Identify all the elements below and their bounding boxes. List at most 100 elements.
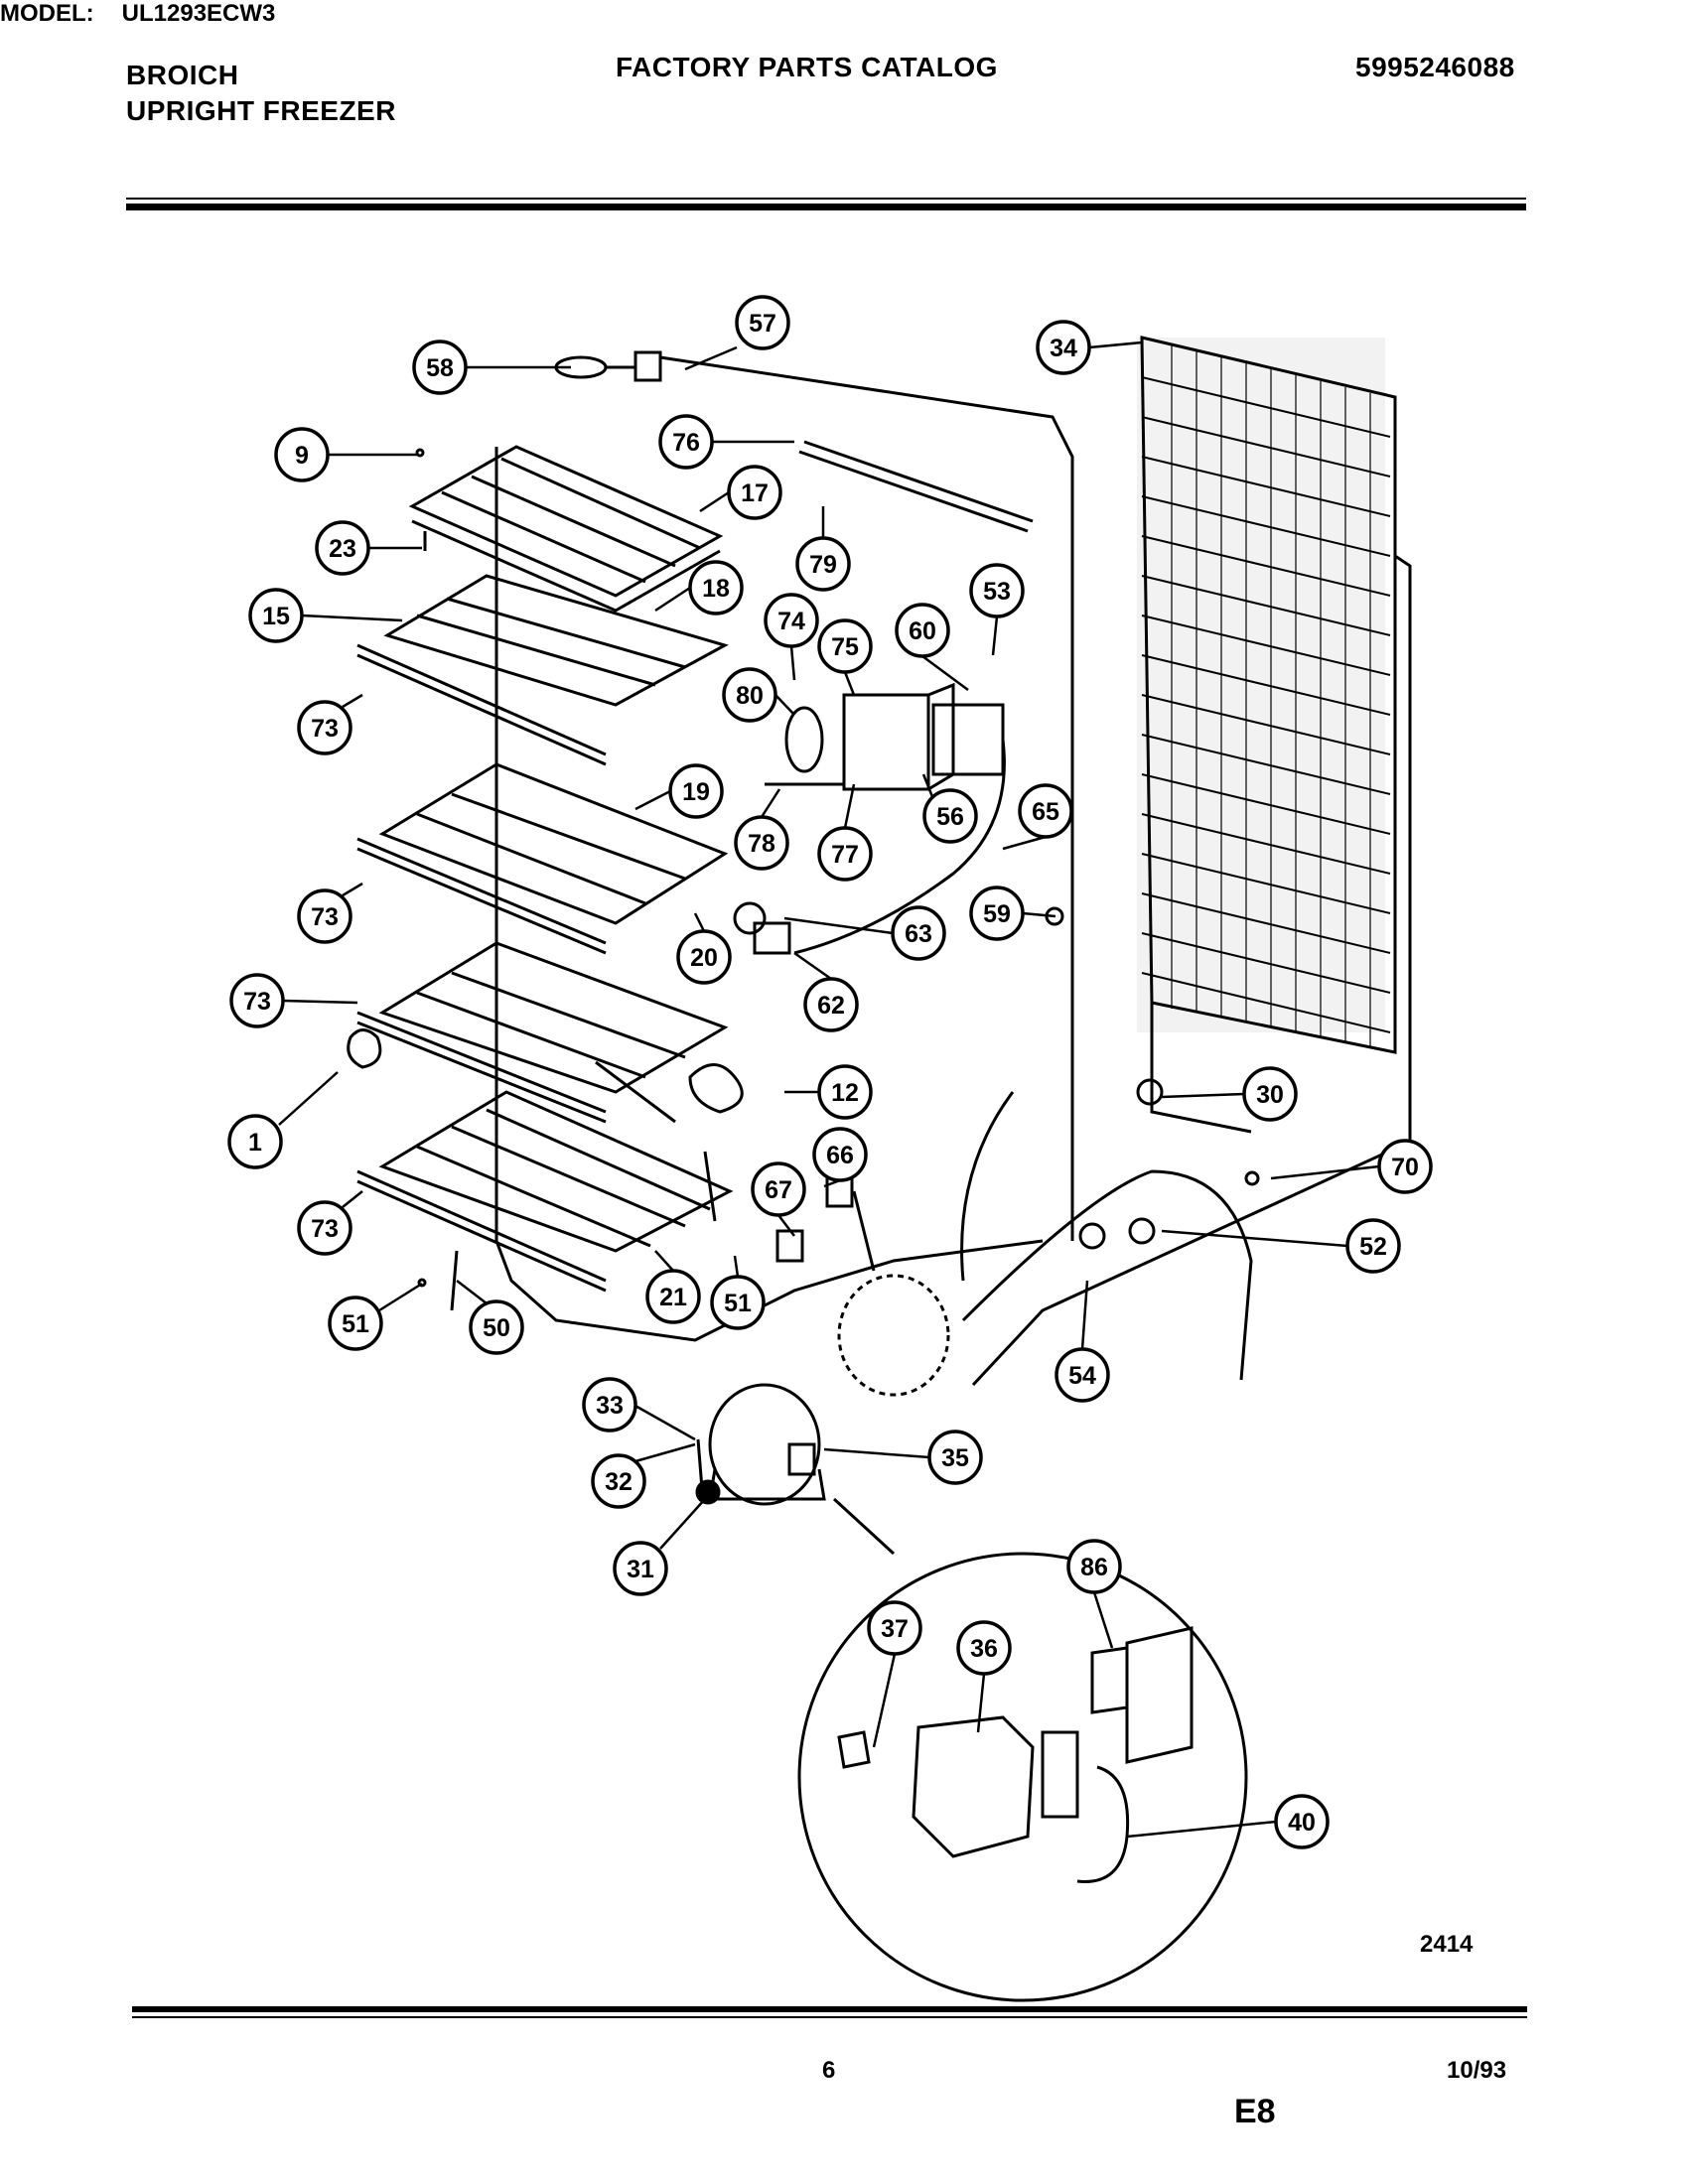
callout-label: 37 [881,1615,909,1643]
callout-label: 73 [243,988,271,1016]
callout-bubble [751,1161,806,1217]
callout-label: 51 [342,1310,369,1338]
callout-leader [634,789,671,811]
callout-bubble [328,1296,383,1351]
callout-leader [760,788,781,818]
callout-bubble [297,700,352,755]
callout-19: 19 [634,763,724,819]
callout-bubble [710,1275,766,1330]
callout-60: 60 [895,603,969,692]
callout-label: 73 [311,715,339,743]
callout-bubble [412,340,468,395]
callout-leader [342,693,363,709]
callout-bubble [734,815,789,871]
callout-label: 1 [248,1129,262,1157]
callout-37: 37 [867,1600,922,1748]
callout-bubble [297,888,352,944]
callout-73: 73 [297,882,363,944]
callout-label: 50 [483,1314,510,1342]
callout-bubble [668,763,724,819]
callout-bubble [297,1200,352,1256]
callout-57: 57 [684,295,790,371]
callout-bubble [315,520,370,576]
callout-leader [301,614,403,622]
callout-35: 35 [823,1430,983,1485]
callout-bubble [1066,1539,1122,1594]
callout-leader [1022,911,1056,918]
callout-leader [921,654,969,692]
callout-label: 30 [1256,1081,1284,1109]
callout-bubble [812,1127,868,1182]
callout-leader [378,1282,423,1312]
callout-56: 56 [921,773,978,844]
callout-63: 63 [783,905,946,961]
callout-bubble [274,427,330,482]
callout-label: 86 [1080,1554,1108,1581]
callout-leader [693,912,706,932]
defrost-heater [798,440,1034,533]
evaporator-fan-assembly [765,682,1006,955]
callout-leader [1161,1229,1348,1248]
callout-1: 1 [227,1071,339,1169]
callout-leader [1080,1280,1089,1350]
callout-leader [843,671,856,696]
callout-leader [793,951,832,981]
callout-58: 58 [412,340,571,395]
callout-73: 73 [297,693,363,755]
callout-66: 66 [812,1127,868,1188]
callout-leader [699,490,730,513]
callout-bubble [227,1114,283,1169]
callout-80: 80 [722,667,795,723]
page-number: 6 [822,2057,836,2084]
callout-36: 36 [956,1620,1012,1733]
callout-leader [278,1071,339,1126]
callout-bubble [956,1620,1012,1676]
callout-leader [991,615,999,656]
model-line: MODEL:UL1293ECW3 [0,0,1688,28]
callout-bubble [645,1269,701,1324]
callout-leader [1161,1092,1245,1099]
callout-leader [342,1190,363,1208]
callout-leader [733,1255,740,1278]
brand-name: BROICH [126,60,239,90]
bottom-rule-thin [132,2016,1527,2018]
callout-leader [783,916,894,935]
callout-label: 57 [749,310,776,338]
callout-leader [789,645,796,681]
callout-bubble [969,563,1025,618]
callout-74: 74 [764,593,819,681]
callout-15: 15 [248,588,403,643]
callout-76: 76 [658,414,794,470]
callout-bubble [1345,1218,1401,1274]
callout-32: 32 [591,1442,696,1509]
callout-label: 66 [826,1142,854,1169]
callout-bubble [922,788,978,844]
callout-label: 17 [741,479,769,507]
callout-18: 18 [654,560,744,615]
callout-23: 23 [315,520,422,576]
callout-label: 62 [817,992,845,1020]
callout-leader [1126,1820,1277,1839]
callout-40: 40 [1126,1794,1330,1849]
callout-51: 51 [710,1255,766,1330]
callout-bubble [722,667,777,723]
model-label: MODEL: [0,0,94,27]
brand-block: BROICH UPRIGHT FREEZER [126,58,396,129]
callout-77: 77 [817,783,873,882]
callout-label: 79 [809,551,837,579]
callout-53: 53 [969,563,1025,656]
callout-52: 52 [1161,1218,1401,1274]
callout-leader [843,783,856,829]
callout-34: 34 [1036,320,1143,375]
callout-73: 73 [297,1190,363,1256]
callout-73: 73 [229,973,358,1028]
callout-leader [1092,1591,1114,1649]
callout-bubble [795,536,851,592]
callout-label: 60 [909,617,936,645]
callout-label: 40 [1288,1809,1316,1837]
callout-bubble [1036,320,1091,375]
callout-label: 34 [1050,335,1077,362]
callout-21: 21 [645,1250,701,1324]
